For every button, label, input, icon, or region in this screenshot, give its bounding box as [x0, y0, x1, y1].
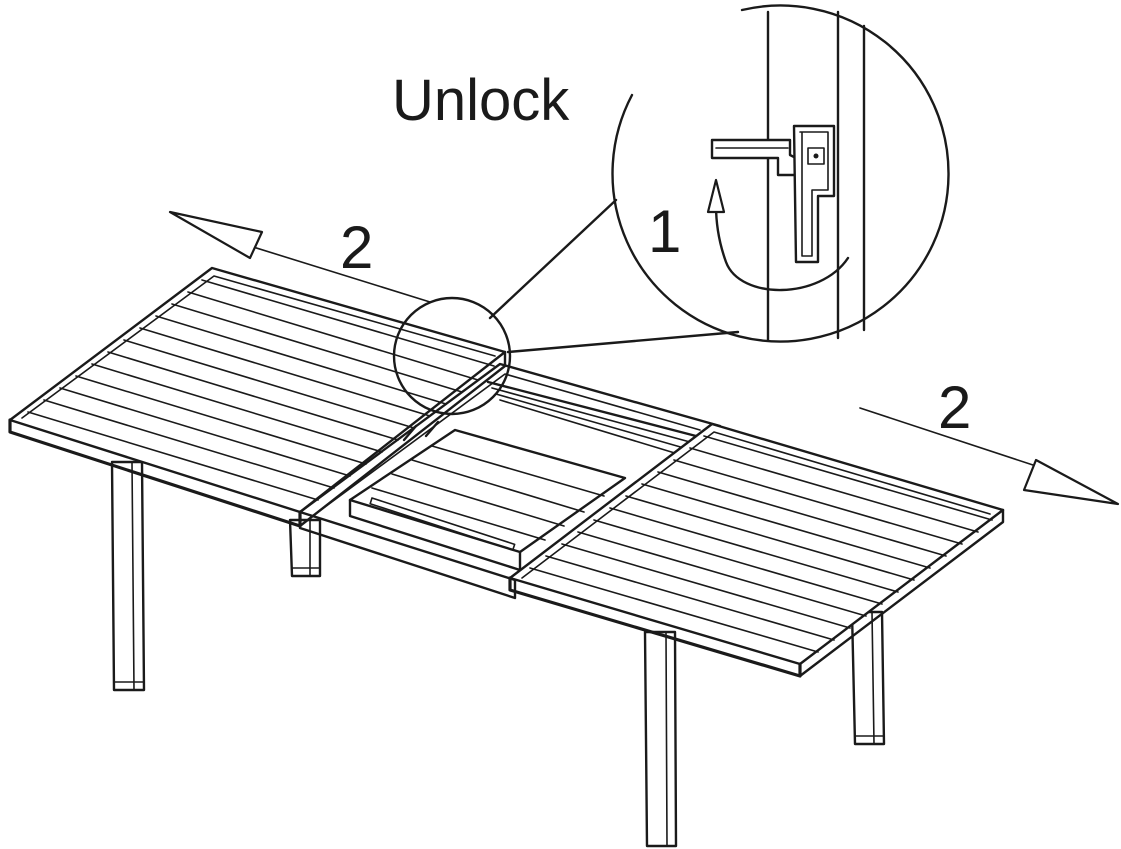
step-2-right-label: 2 [938, 374, 971, 441]
unlock-label: Unlock [392, 68, 570, 133]
lock-lever [710, 138, 802, 177]
table-legs [110, 460, 886, 848]
rotate-arrow [706, 178, 850, 292]
arrow-pull-right [859, 407, 1120, 506]
right-table-top [508, 422, 1005, 678]
arrow-pull-left [168, 210, 431, 303]
lock-bracket [792, 124, 836, 264]
left-table-top [8, 266, 507, 528]
leg-back-left [288, 518, 322, 578]
leg-front-right [643, 630, 678, 848]
magnifier-small-circle [392, 296, 512, 416]
folded-leaf [348, 428, 627, 572]
leg-front-left [110, 460, 146, 692]
lock-detail-circle [611, 4, 950, 343]
callout-connectors [488, 198, 740, 354]
leg-back-right [850, 610, 886, 746]
step-1-label: 1 [648, 198, 681, 265]
step-2-left-label: 2 [340, 214, 373, 281]
